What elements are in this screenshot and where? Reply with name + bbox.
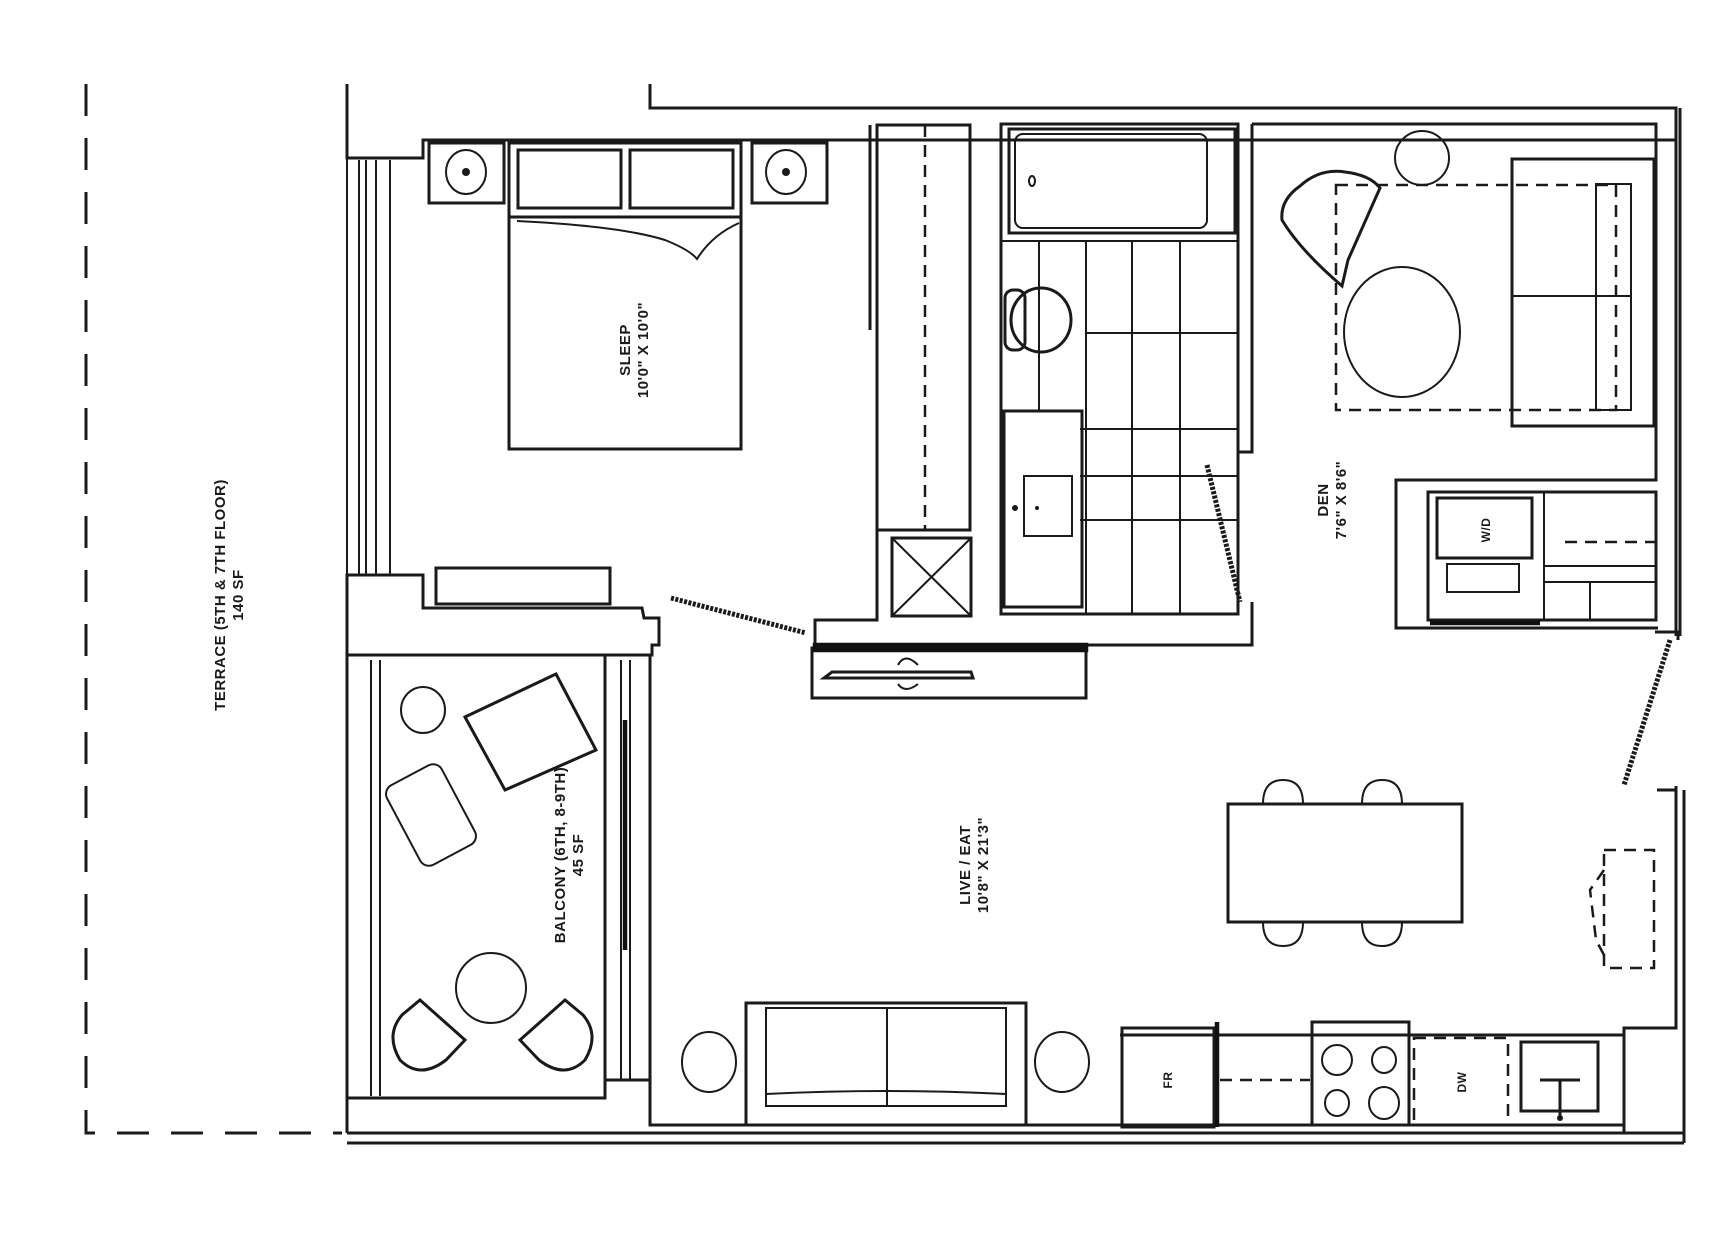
- pillow-left: [516, 148, 623, 210]
- mechanical-shaft: [890, 536, 973, 618]
- lamp-right-icon: [765, 149, 807, 195]
- den-armchair: [1280, 169, 1382, 289]
- sink-icon: [1023, 475, 1073, 537]
- bistro-chair-right: [517, 998, 594, 1072]
- live-eat-label: LIVE / EAT: [957, 825, 974, 905]
- bedroom-door: [670, 595, 807, 636]
- fridge: [1120, 1026, 1216, 1129]
- washer-dryer-label: W/D: [1479, 518, 1493, 543]
- pillow-right: [628, 148, 735, 210]
- bedroom-furniture: [427, 141, 829, 606]
- terrace-label: TERRACE (5TH & 7TH FLOOR): [212, 479, 229, 711]
- exterior-walls: [345, 84, 1686, 1145]
- kitchen: [1120, 1020, 1624, 1129]
- tv-icon: [819, 670, 976, 680]
- balcony-furniture: [385, 672, 599, 1072]
- den-label: DEN: [1315, 483, 1332, 516]
- live-eat-dimensions: 10'8" X 21'3": [975, 817, 992, 913]
- labels: SLEEP 10'0" X 10'0" DEN 7'6" X 8'6" LIVE…: [212, 302, 1493, 1093]
- bathroom: [999, 122, 1240, 616]
- den-dimensions: 7'6" X 8'6": [1333, 461, 1350, 540]
- dining-table: [1226, 802, 1464, 924]
- living-furniture: [681, 778, 1656, 1127]
- lamp-left-icon: [445, 149, 487, 195]
- toilet-tank: [1003, 288, 1027, 352]
- vanity: [1002, 409, 1084, 609]
- sleep-label: SLEEP: [617, 324, 634, 376]
- terrace-boundary: [84, 84, 342, 1135]
- dishwasher: [1412, 1036, 1510, 1127]
- washer-dryer: [1435, 496, 1534, 560]
- closet: [813, 123, 1254, 647]
- sleep-dimensions: 10'0" X 10'0": [635, 302, 652, 398]
- nightstand-left: [427, 141, 506, 205]
- entry-door: [1621, 639, 1673, 786]
- tv-unit: [810, 642, 1089, 700]
- lounge-chair: [462, 672, 599, 792]
- terrace-area: 140 SF: [230, 569, 247, 620]
- balcony-label: BALCONY (6TH, 8-9TH): [552, 767, 569, 943]
- rug: [1334, 183, 1618, 412]
- bed-sheet-fold: [516, 220, 740, 261]
- stove: [1310, 1020, 1411, 1127]
- bathroom-door: [1204, 464, 1243, 603]
- bathtub: [1007, 127, 1237, 235]
- nightstand-right: [750, 141, 829, 205]
- sofa: [744, 1001, 1028, 1127]
- dresser: [434, 566, 612, 606]
- laundry-closet: [1394, 480, 1658, 630]
- fridge-label: FR: [1161, 1072, 1175, 1089]
- toilet-bowl: [1009, 286, 1073, 354]
- console: [1602, 848, 1656, 970]
- bath-den-wall: [1238, 124, 1254, 454]
- balcony-area: 45 SF: [570, 834, 587, 877]
- ottoman: [385, 763, 477, 867]
- bistro-table: [455, 952, 527, 1024]
- coffee-table: [1343, 266, 1461, 398]
- den-sofa: [1510, 157, 1656, 428]
- dishwasher-label: DW: [1455, 1071, 1469, 1092]
- bed: [507, 141, 743, 451]
- den: [1252, 122, 1658, 628]
- bistro-chair-left: [391, 998, 468, 1072]
